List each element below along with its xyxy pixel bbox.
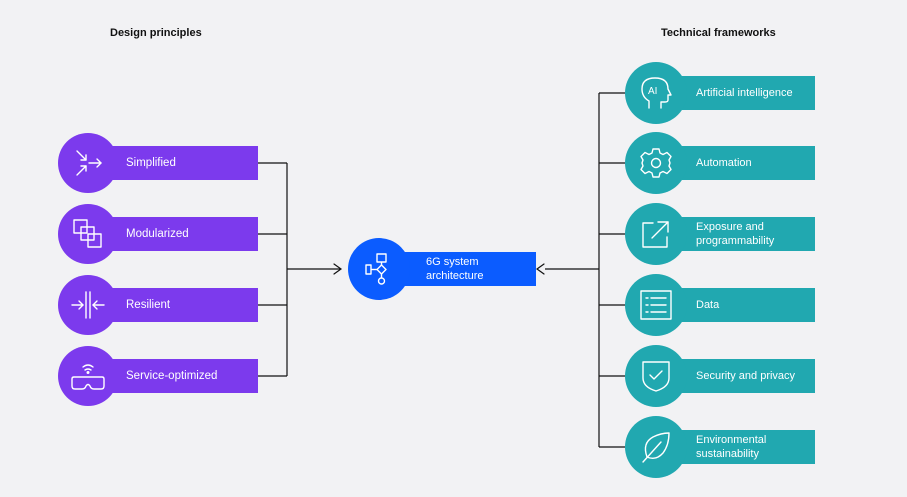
framework-label: Artificial intelligence	[696, 87, 793, 99]
leaf-icon	[625, 416, 687, 478]
principle-label: Simplified	[126, 157, 176, 169]
framework-artificial-intelligence: AI Artificial intelligence	[625, 62, 815, 124]
stacked-squares-icon	[58, 204, 118, 264]
design-principles-heading: Design principles	[110, 27, 202, 39]
framework-label: Data	[696, 299, 720, 311]
framework-automation: Automation	[625, 132, 815, 194]
external-link-icon	[625, 203, 687, 265]
svg-text:AI: AI	[648, 86, 657, 97]
principle-label: Service-optimized	[126, 370, 218, 382]
framework-label: Security and privacy	[696, 370, 796, 382]
principle-modularized: Modularized	[58, 204, 258, 264]
principle-simplified: Simplified	[58, 133, 258, 193]
ai-head-icon: AI	[625, 62, 687, 124]
principle-resilient: Resilient	[58, 275, 258, 335]
principle-label: Resilient	[126, 299, 171, 311]
converge-arrows-icon	[58, 133, 118, 193]
compress-arrows-icon	[58, 275, 118, 335]
framework-label: Environmental sustainability	[696, 434, 767, 460]
framework-exposure-programmability: Exposure and programmability	[625, 203, 815, 265]
technical-frameworks-heading: Technical frameworks	[661, 27, 776, 39]
center-node-6g-architecture: 6G system architecture	[348, 238, 536, 300]
principle-label: Modularized	[126, 228, 189, 240]
framework-label: Exposure and programmability	[696, 221, 775, 247]
principle-service-optimized: Service-optimized	[58, 346, 258, 406]
vr-headset-icon	[58, 346, 118, 406]
framework-environmental-sustainability: Environmental sustainability	[625, 416, 815, 478]
framework-security-privacy: Security and privacy	[625, 345, 815, 407]
gear-icon	[625, 132, 687, 194]
list-icon	[625, 274, 687, 336]
shield-check-icon	[625, 345, 687, 407]
framework-data: Data	[625, 274, 815, 336]
framework-label: Automation	[696, 157, 752, 169]
flowchart-icon	[348, 238, 410, 300]
center-label: 6G system architecture	[426, 256, 484, 282]
